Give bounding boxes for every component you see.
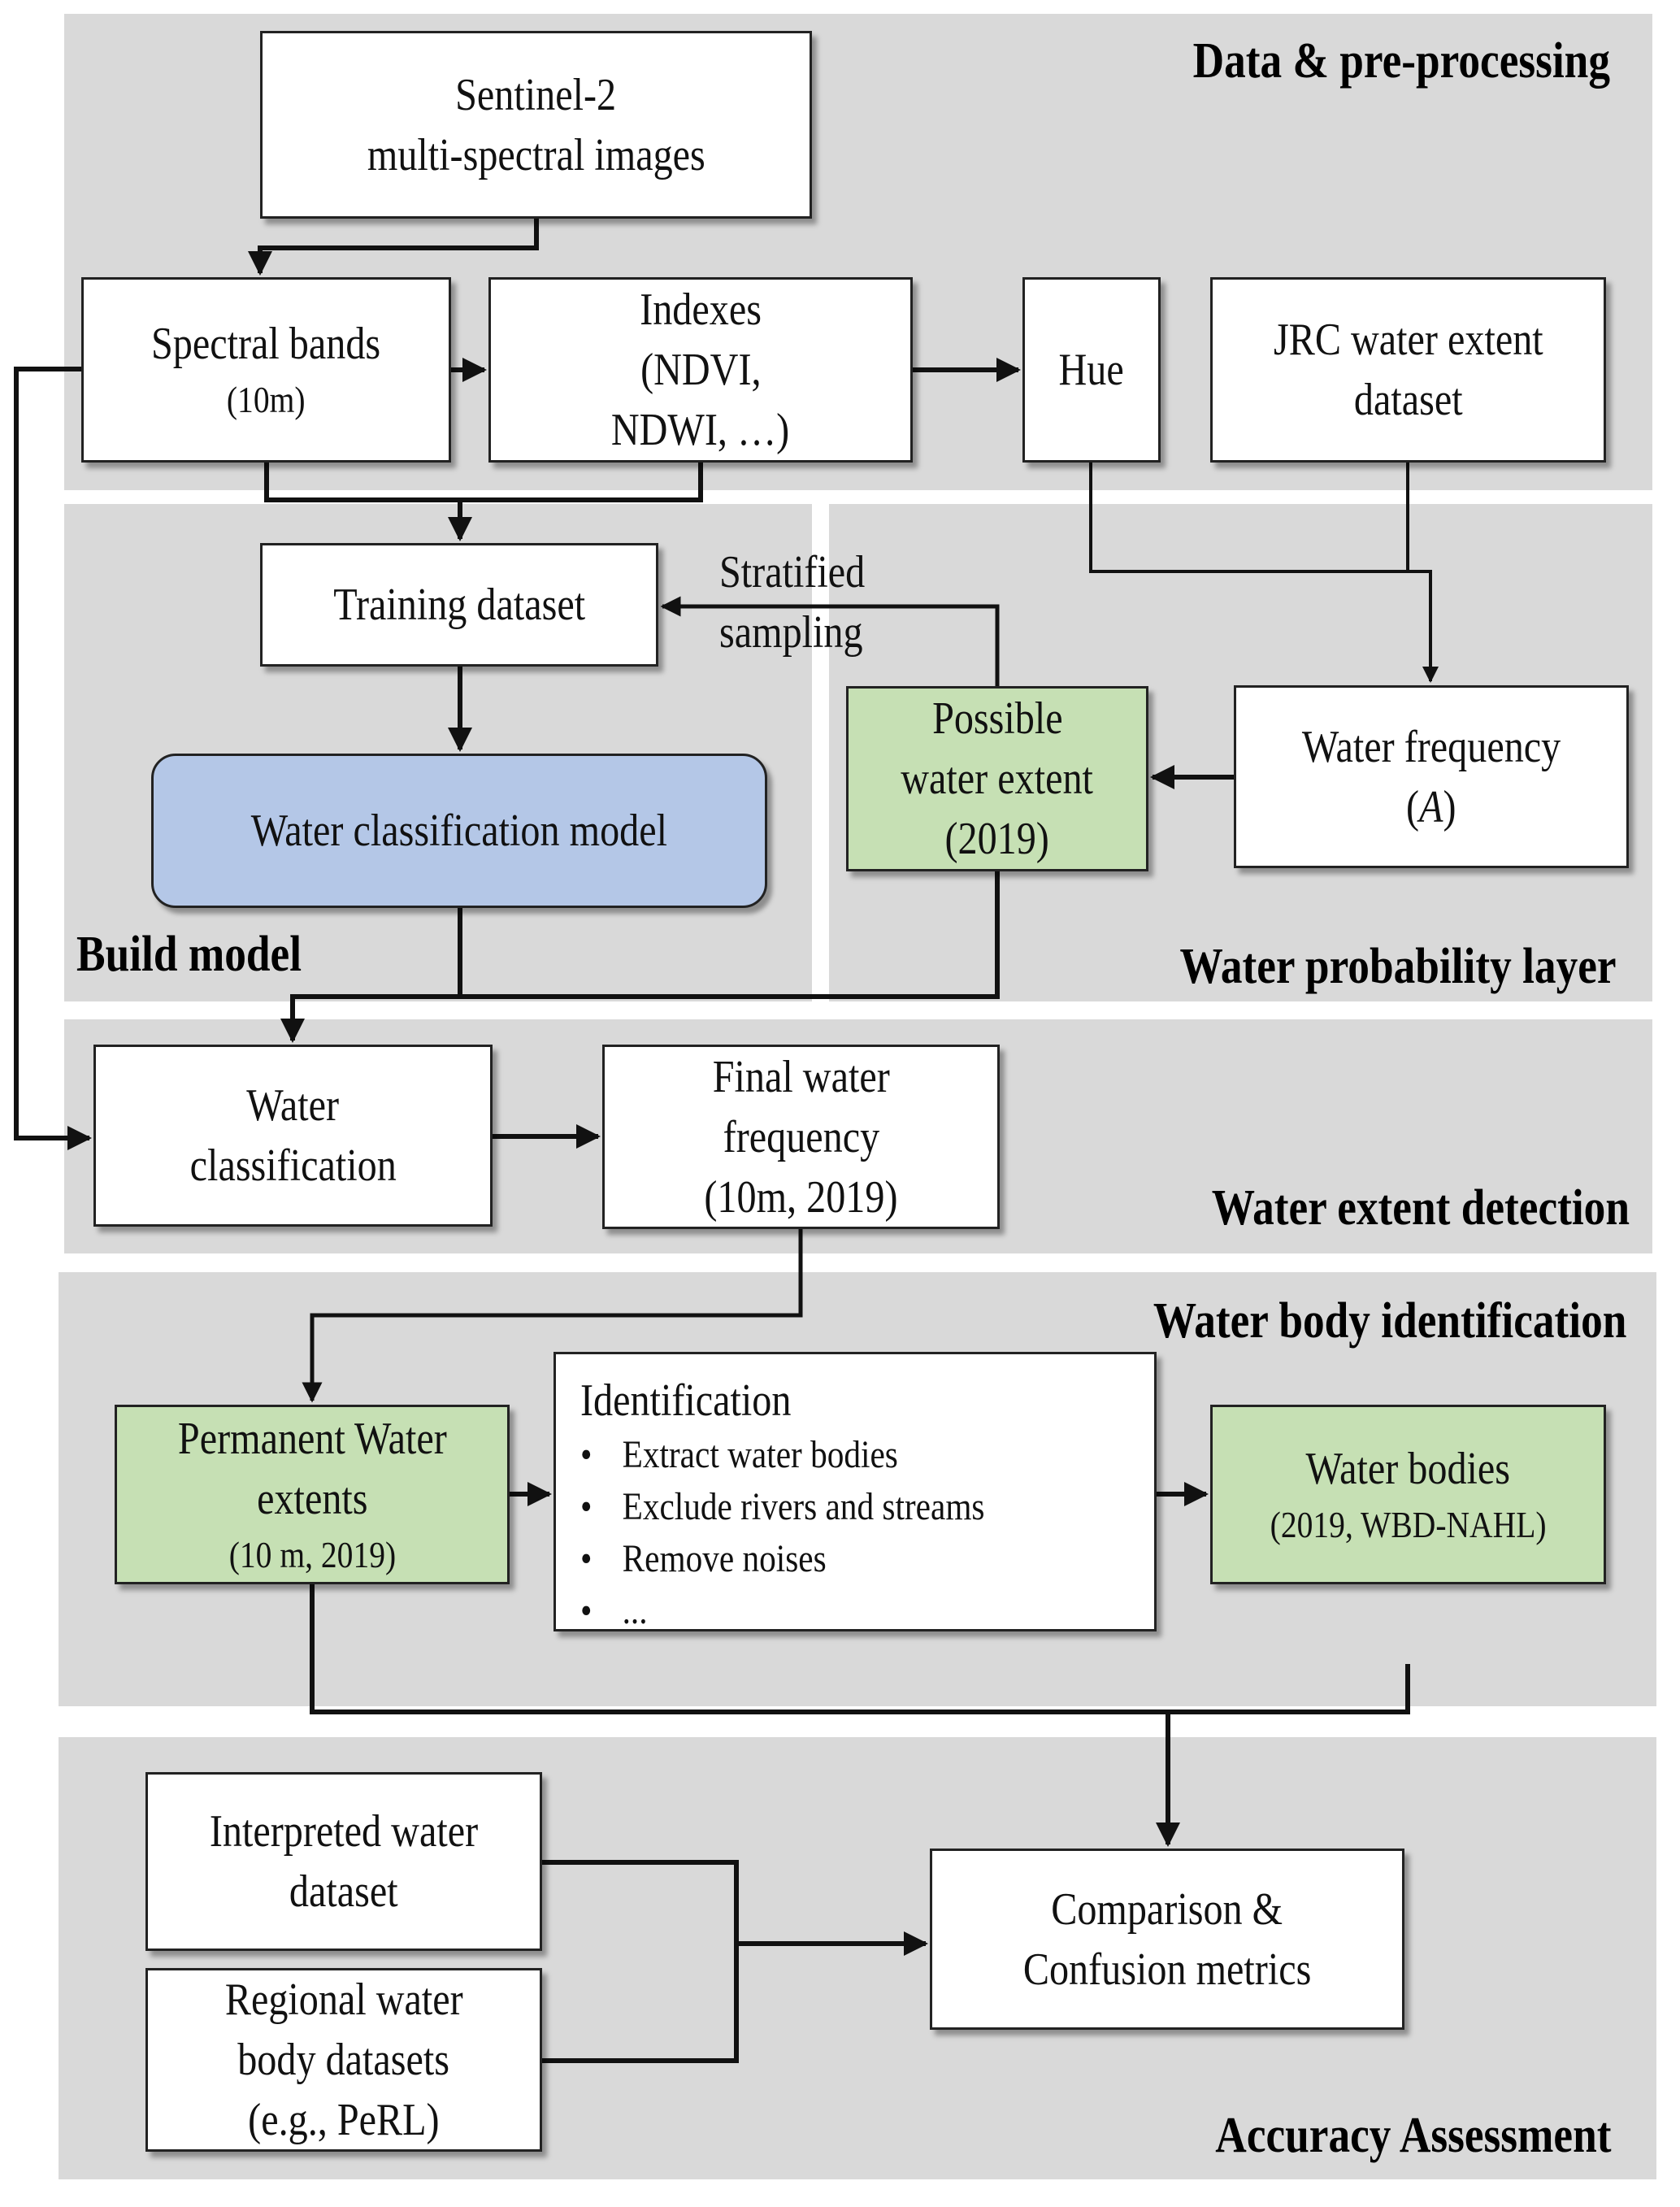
node-indexes: Indexes (NDVI, NDWI, …) [488,277,913,463]
panel-title-water-body-identification: Water body identification [1153,1293,1626,1349]
node-possible-water-extent: Possible water extent (2019) [846,686,1148,871]
identification-bullet: •Remove noises [580,1537,827,1580]
node-water-classification: Water classification [93,1045,493,1227]
edge-model-to-classification [280,908,462,1043]
node-water-classification-model: Water classification model [151,754,767,908]
edge-interpreted-to-comparison [542,1860,926,2063]
node-regional-water-body-datasets: Regional water body datasets (e.g., PeRL… [145,1968,542,2152]
node-hue: Hue [1022,277,1161,463]
edge-spectral-to-classification [14,367,92,1150]
node-final-water-frequency: Final water frequency (10m, 2019) [602,1045,1000,1229]
edge-possible-to-training [660,596,1000,686]
node-comparison-confusion-metrics: Comparison & Confusion metrics [930,1849,1404,2030]
panel-title-water-extent-detection: Water extent detection [1211,1180,1630,1236]
panel-title-water-probability-layer: Water probability layer [1179,939,1617,994]
node-interpreted-water-dataset: Interpreted water dataset [145,1772,542,1951]
node-water-frequency: Water frequency (A) [1234,685,1629,868]
identification-bullet: •Exclude rivers and streams [580,1485,985,1528]
identification-bullet: •... [580,1589,648,1632]
node-spectral-bands: Spectral bands (10m) [81,277,451,463]
node-permanent-water-extents: Permanent Water extents (10 m, 2019) [115,1405,510,1584]
edge-possible-to-classification [460,871,1000,999]
edge-jrc-to-frequency [1406,463,1439,683]
edge-final-to-permanent [302,1227,803,1403]
water-frequency-symbol: (A) [1406,781,1456,832]
identification-bullet: •Extract water bodies [580,1433,898,1476]
edge-bands-indexes-to-training [264,463,703,539]
edge-sentinel-to-spectral [248,219,539,276]
panel-title-accuracy-assessment: Accuracy Assessment [1215,2108,1612,2163]
edge-permanent-waterbodies-to-comparison [310,1584,1410,1844]
edge-hue-to-frequency [1089,463,1409,573]
node-training-dataset: Training dataset [260,543,658,667]
edge-label-stratified-sampling: Stratified sampling [719,547,866,658]
node-identification: Identification •Extract water bodies •Ex… [553,1352,1157,1632]
node-jrc-water-extent-dataset: JRC water extent dataset [1210,277,1606,463]
node-sentinel-2-images: Sentinel-2 multi-spectral images [260,31,812,219]
panel-title-data-preprocessing: Data & pre-processing [1192,33,1610,89]
panel-title-build-model: Build model [76,927,302,982]
node-water-bodies: Water bodies (2019, WBD-NAHL) [1210,1405,1606,1584]
